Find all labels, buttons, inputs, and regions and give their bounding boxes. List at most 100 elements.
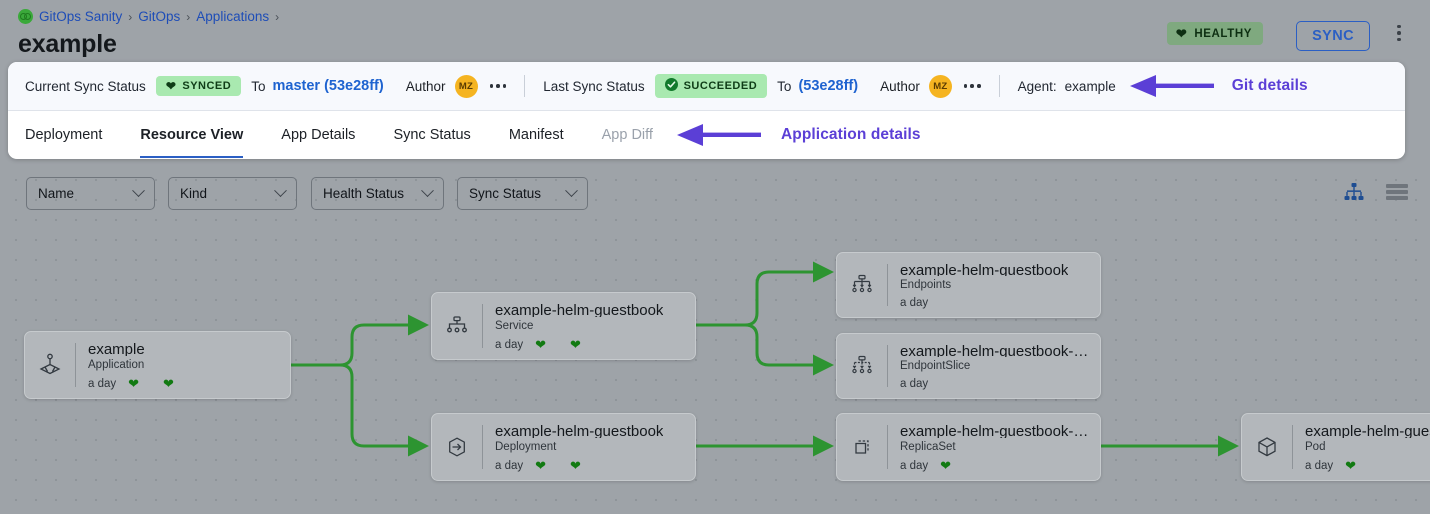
application-details-annotation: Application details <box>676 122 921 148</box>
last-sync-status-pill-label: SUCCEEDED <box>683 80 758 92</box>
breadcrumb-separator: › <box>275 9 280 24</box>
current-revision-link[interactable]: master (53e28ff) <box>272 78 384 94</box>
tab-manifest[interactable]: Manifest <box>508 126 564 143</box>
more-vertical-icon[interactable] <box>1390 22 1408 44</box>
health-heart-icon: ❤ <box>128 376 140 391</box>
application-icon <box>25 332 75 398</box>
current-to-word: To <box>251 78 266 94</box>
node-age: a day <box>1305 459 1334 472</box>
node-kind: Endpoints <box>900 279 952 292</box>
last-more-icon[interactable] <box>963 84 981 88</box>
node-kind: Pod <box>1305 441 1326 454</box>
tab-deployment[interactable]: Deployment <box>25 126 103 143</box>
agent-label: Agent: <box>1017 78 1057 94</box>
breadcrumb-separator: › <box>186 9 191 24</box>
node-name: example-helm-guest <box>1305 423 1430 439</box>
replicaset-icon <box>837 414 887 480</box>
sync-heart-icon: ❤ <box>163 376 174 391</box>
node-divider <box>887 345 888 387</box>
tree-view-icon[interactable] <box>1344 183 1364 206</box>
node-divider <box>887 425 888 469</box>
filter-health-status-label: Health Status <box>323 186 405 201</box>
node-name: example-helm-guestbook <box>495 302 664 318</box>
heart-icon: ❤ <box>165 79 177 93</box>
last-author-label: Author <box>880 78 920 94</box>
sync-button[interactable]: SYNC <box>1296 21 1370 51</box>
avatar[interactable]: MZ <box>454 74 478 98</box>
filter-name-label: Name <box>38 186 75 201</box>
current-sync-status-pill[interactable]: ❤ SYNCED <box>155 76 242 96</box>
node-kind: EndpointSlice <box>900 360 971 373</box>
tab-sync-status[interactable]: Sync Status <box>393 126 471 143</box>
view-mode-toggle <box>1344 183 1408 206</box>
endpointslice-icon <box>837 334 887 398</box>
chevron-down-icon <box>565 184 578 198</box>
application-details-annotation-text: Application details <box>780 125 921 143</box>
chevron-down-icon <box>132 184 145 198</box>
pod-icon <box>1242 414 1292 480</box>
node-age: a day <box>900 297 929 309</box>
graph-node-application[interactable]: example Application a day ❤ ❤ <box>24 331 291 399</box>
left-arrow-icon <box>1129 75 1214 97</box>
node-age: a day <box>495 459 524 472</box>
divider <box>524 75 526 97</box>
check-circle-icon <box>664 78 678 94</box>
node-name: example-helm-guestbook-74... <box>900 423 1090 439</box>
git-details-annotation: Git details <box>1129 73 1308 99</box>
endpoints-icon <box>837 253 887 317</box>
list-view-icon[interactable] <box>1386 183 1408 206</box>
graph-node-deployment[interactable]: example-helm-guestbook Deployment a day … <box>431 413 696 481</box>
tab-app-details[interactable]: App Details <box>281 126 356 143</box>
health-heart-icon: ❤ <box>535 458 547 473</box>
app-info-panel: Current Sync Status ❤ SYNCED To master (… <box>8 62 1405 159</box>
node-divider <box>482 304 483 348</box>
filter-sync-status-select[interactable]: Sync Status <box>457 177 588 210</box>
node-name: example-helm-guestbook <box>900 262 1069 277</box>
health-heart-icon: ❤ <box>535 337 547 352</box>
agent-value: example <box>1064 78 1116 94</box>
node-divider <box>75 343 76 387</box>
last-sync-status-label: Last Sync Status <box>543 78 645 94</box>
avatar[interactable]: MZ <box>928 74 952 98</box>
node-divider <box>482 425 483 469</box>
node-age: a day <box>900 378 929 390</box>
deployment-icon <box>432 414 482 480</box>
graph-node-service[interactable]: example-helm-guestbook Service a day ❤ ❤ <box>431 292 696 360</box>
filter-sync-status-label: Sync Status <box>469 186 542 201</box>
tab-resource-view[interactable]: Resource View <box>140 111 243 158</box>
last-sync-status-pill[interactable]: SUCCEEDED <box>654 74 768 98</box>
health-heart-icon: ❤ <box>1345 458 1357 473</box>
node-kind: ReplicaSet <box>900 441 956 454</box>
graph-node-replicaset[interactable]: example-helm-guestbook-74... ReplicaSet … <box>836 413 1101 481</box>
last-to-word: To <box>777 78 792 94</box>
filter-kind-select[interactable]: Kind <box>168 177 297 210</box>
tab-app-diff[interactable]: App Diff <box>601 126 653 143</box>
tab-bar: Deployment Resource View App Details Syn… <box>8 111 1405 158</box>
breadcrumb-item-gitops-sanity[interactable]: GitOps Sanity <box>39 9 123 24</box>
graph-node-endpointslice[interactable]: example-helm-guestbook-ct... EndpointSli… <box>836 333 1101 399</box>
filter-name-select[interactable]: Name <box>26 177 155 210</box>
current-more-icon[interactable] <box>489 84 507 88</box>
left-arrow-icon <box>676 123 761 146</box>
filter-health-status-select[interactable]: Health Status <box>311 177 444 210</box>
service-icon <box>432 293 482 359</box>
breadcrumb-item-gitops[interactable]: GitOps <box>138 9 181 24</box>
node-name: example-helm-guestbook-ct... <box>900 343 1090 358</box>
status-badge-healthy[interactable]: ❤ HEALTHY <box>1166 22 1263 45</box>
node-name: example-helm-guestbook <box>495 423 664 439</box>
last-revision-link[interactable]: (53e28ff) <box>798 78 859 94</box>
node-kind: Deployment <box>495 441 557 454</box>
node-age: a day <box>88 377 117 390</box>
sync-heart-icon: ❤ <box>570 337 581 352</box>
filter-kind-label: Kind <box>180 186 208 201</box>
breadcrumb-item-applications[interactable]: Applications <box>196 9 270 24</box>
graph-node-pod[interactable]: example-helm-guest Pod a day ❤ <box>1241 413 1430 481</box>
page-header: GitOps Sanity › GitOps › Applications › … <box>0 0 1430 62</box>
heart-icon: ❤ <box>1175 26 1188 41</box>
sync-status-bar: Current Sync Status ❤ SYNCED To master (… <box>8 62 1405 111</box>
divider <box>998 75 1000 97</box>
current-sync-status-label: Current Sync Status <box>25 78 146 94</box>
current-author-label: Author <box>405 78 446 94</box>
graph-node-endpoints[interactable]: example-helm-guestbook Endpoints a day <box>836 252 1101 318</box>
